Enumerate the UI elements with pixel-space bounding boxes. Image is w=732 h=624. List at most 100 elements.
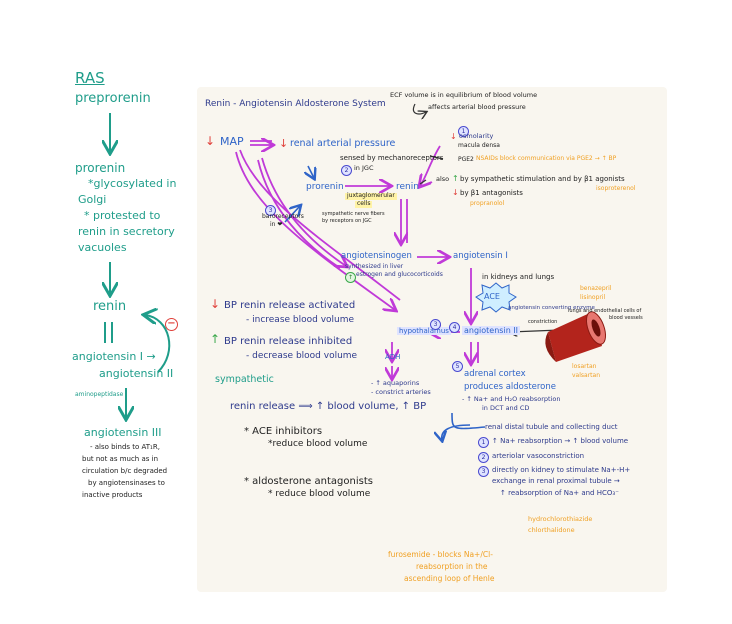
renin-label: renin xyxy=(93,299,127,314)
preprorenin-label: preprorenin xyxy=(75,91,151,106)
long-arrow xyxy=(261,157,346,266)
hctz-label: hydrochlorothiazide xyxy=(528,515,593,523)
baroreceptors-label: baroreceptors xyxy=(262,213,304,220)
jgc-label: in JGC xyxy=(354,164,374,172)
ecf-note: ECF volume is in equilibrium of blood vo… xyxy=(390,91,538,99)
jg-cells-label: cells xyxy=(355,200,373,208)
arrow xyxy=(442,424,471,440)
angiotensin2-node: angiotensin II xyxy=(462,326,521,336)
renin-release-note: renin release ⟹ ↑ blood volume, ↑ BP xyxy=(230,401,427,412)
renin-node: renin xyxy=(396,182,419,192)
step-badge-icon: ↑ xyxy=(345,272,356,283)
constrict-note: - constrict arteries xyxy=(371,388,431,396)
jg-cells-label: juxtaglomerular xyxy=(345,192,397,200)
arrow xyxy=(451,412,486,430)
kidneys-lungs-note: in kidneys and lungs xyxy=(482,273,555,281)
ras-title: RAS xyxy=(75,69,105,87)
prorenin-note: vacuoles xyxy=(78,241,127,254)
sympathetic-note: by sympathetic stimulation and by β1 ago… xyxy=(460,175,625,183)
hctz-label: chlorthalidone xyxy=(528,526,575,534)
hypothalamus-node: hypothalamus xyxy=(397,327,451,336)
nsaids-note: NSAIDs block communication via PGE2 → ↑ … xyxy=(476,155,617,162)
angiotensin1-node: angiotensin I xyxy=(453,251,508,261)
aquaporins-note: - ↑ aquaporins xyxy=(371,379,420,387)
down-arrow-icon: ↓ xyxy=(450,132,457,141)
macula-label: macula densa xyxy=(458,142,500,149)
pge2-label: PGE2 xyxy=(458,156,474,163)
adh-node: ADH xyxy=(385,353,401,361)
a3-note: inactive products xyxy=(82,491,143,499)
arteriolar-note: arteriolar vasoconstriction xyxy=(492,452,585,460)
prorenin-label: prorenin xyxy=(75,161,126,175)
step-badge-icon: 5 xyxy=(452,361,463,372)
symp-fiber-note: sympathetic nerve fibers xyxy=(322,211,385,217)
propranolol-label: propranolol xyxy=(470,200,505,207)
adrenal-node: adrenal cortex xyxy=(464,369,526,379)
bp-release-activated: BP renin release activated xyxy=(224,300,356,311)
losartan-label: losartan xyxy=(572,363,597,370)
down-arrow-icon: ↓ xyxy=(279,137,289,150)
na-reabs-bv-note: ↑ Na+ reabsorption → ↑ blood volume xyxy=(492,437,629,445)
step-badge-icon: 3 xyxy=(430,319,441,330)
directly-note: directly on kidney to stimulate Na+-H+ xyxy=(492,466,631,474)
aldo-antag-effect: * reduce blood volume xyxy=(268,489,371,499)
prorenin-note: renin in secretory xyxy=(78,225,175,238)
inhibit-sign: − xyxy=(165,318,178,331)
step-badge-icon: 1 xyxy=(458,126,469,137)
prorenin-note: Golgi xyxy=(78,193,107,206)
a3-note: by angiotensinases to xyxy=(88,479,165,487)
baroreceptors-label: in ❤ xyxy=(270,221,283,228)
ace-note: angiotensin converting enzyme xyxy=(508,305,595,311)
renal-distal-note: renal distal tubule and collecting duct xyxy=(485,423,618,431)
decrease-bv-note: - decrease blood volume xyxy=(246,351,358,361)
step-badge-icon: 2 xyxy=(341,165,352,176)
renal-pressure-label: renal arterial pressure xyxy=(290,138,396,149)
aldosterone-node: produces aldosterone xyxy=(464,382,557,392)
long-arrow xyxy=(239,149,401,301)
a3-note: but not as much as in xyxy=(82,455,159,463)
symp-fiber-note: by receptors on JGC xyxy=(322,218,372,224)
liver-note: synthesized in liver xyxy=(345,263,404,270)
ace-label: ACE xyxy=(484,292,500,301)
valsartan-label: valsartan xyxy=(572,372,600,379)
sympathetic-heading: sympathetic xyxy=(215,374,274,385)
angiotensinogen-node: angiotensinogen xyxy=(341,251,412,261)
sensed-label: sensed by mechanoreceptors xyxy=(340,154,444,162)
long-arrow xyxy=(257,159,341,269)
furosemide-note: reabsorption in the xyxy=(416,562,488,571)
increase-bv-note: - increase blood volume xyxy=(246,315,355,325)
ace-note: blood vessels xyxy=(609,315,643,321)
step-badge-icon: 2 xyxy=(478,452,489,463)
ecf-note: affects arterial blood pressure xyxy=(428,103,526,111)
map-label: MAP xyxy=(220,135,244,148)
aminopeptidase-label: aminopeptidase xyxy=(75,391,124,398)
panel-title: Renin - Angiotensin Aldosterone System xyxy=(205,99,386,109)
left-flow-arrows xyxy=(105,113,171,418)
also-label: also xyxy=(436,175,450,183)
angiotensin3-label: angiotensin III xyxy=(84,426,162,439)
bp-release-inhibited: BP renin release inhibited xyxy=(224,336,353,347)
furosemide-note: furosemide - blocks Na+/Cl- xyxy=(388,550,493,559)
angiotensin1-label: angiotensin I → xyxy=(72,350,156,363)
isoproterenol-label: isoproterenol xyxy=(596,185,636,192)
furosemide-note: ascending loop of Henle xyxy=(404,574,495,583)
osmolarity-label: osmolarity xyxy=(459,132,494,140)
down-arrow-icon: ↓ xyxy=(210,297,221,311)
angiotensin2-label: angiotensin II xyxy=(99,367,174,380)
estrogen-note: estrogen and glucocorticoids xyxy=(356,271,443,278)
blue-arrows xyxy=(284,165,486,440)
a3-note: - also binds to AT₁R, xyxy=(90,443,160,451)
ace-note: lungs and endothelial cells of xyxy=(568,308,642,314)
prorenin-note: *glycosylated in xyxy=(88,177,177,190)
directly-note: ↑ reabsorption of Na+ and HCO₃⁻ xyxy=(500,489,619,497)
blood-vessel-icon xyxy=(545,311,607,362)
b1-antag-note: by β1 antagonists xyxy=(460,189,523,197)
aldo-antag-note: * aldosterone antagonists xyxy=(244,476,373,487)
na-reabs-note: - ↑ Na+ and H₂O reabsorption xyxy=(462,395,561,403)
step-badge-icon: 1 xyxy=(478,437,489,448)
down-arrow-icon: ↓ xyxy=(452,188,459,197)
ace-inhibitors-note: * ACE inhibitors xyxy=(244,426,323,437)
benazepril-label: benazepril xyxy=(580,285,612,292)
prorenin-node: prorenin xyxy=(306,182,344,192)
